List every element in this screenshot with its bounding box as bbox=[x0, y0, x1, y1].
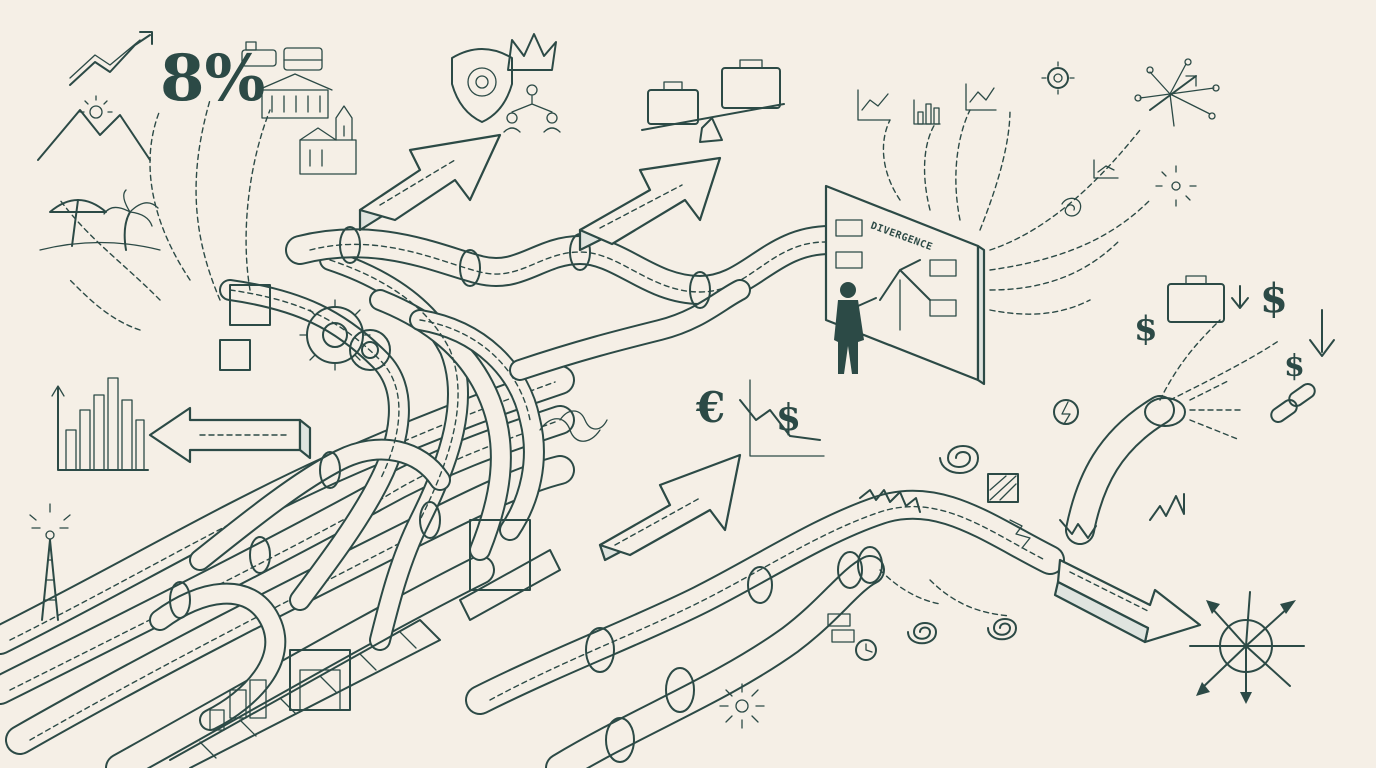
compass-burst-icon bbox=[1189, 591, 1305, 704]
clock-icon bbox=[827, 613, 877, 661]
flow-arrows bbox=[59, 99, 1281, 617]
briefcase-icon bbox=[647, 59, 781, 125]
euro-glyph: € bbox=[695, 383, 725, 432]
briefcase-icon-2 bbox=[1167, 283, 1225, 323]
radio-tower-icon bbox=[29, 503, 71, 621]
lightning-gear-icon bbox=[1053, 399, 1079, 425]
dollar-glyph: $ bbox=[776, 397, 801, 439]
church-icon bbox=[299, 105, 357, 175]
mini-chart-icons bbox=[857, 83, 1119, 179]
shield-icon bbox=[451, 48, 513, 123]
burst-network-icon bbox=[1134, 58, 1220, 127]
lower-right-pipe bbox=[465, 489, 1065, 768]
bar-chart-icon bbox=[51, 377, 149, 471]
people-network-icon bbox=[503, 84, 561, 133]
dollar-glyph-4: $ bbox=[1284, 349, 1305, 384]
dollar-glyph-3: $ bbox=[1260, 275, 1288, 322]
crown-icon bbox=[507, 33, 557, 71]
zigzag-chart-icon bbox=[1149, 493, 1185, 521]
gear-icon bbox=[1041, 61, 1075, 95]
mountain-icon bbox=[37, 109, 151, 161]
conveyor-belt bbox=[169, 519, 561, 768]
currency-icons: € $ $ $ $ bbox=[695, 275, 1335, 457]
node-burst-icon bbox=[719, 683, 765, 729]
bed-icon bbox=[241, 41, 323, 71]
arrow-up-left bbox=[358, 133, 502, 232]
arrow-up-right-lower bbox=[598, 453, 742, 562]
spiral-icon bbox=[907, 197, 1082, 645]
small-burst-icon bbox=[1155, 165, 1197, 207]
percent-label: 8% bbox=[160, 41, 265, 116]
cracked-pipe-right bbox=[1059, 379, 1241, 545]
divergence-board: DIVERGENCE bbox=[824, 184, 986, 386]
sun-icon bbox=[79, 95, 113, 119]
hatched-box-icon bbox=[987, 473, 1019, 503]
arrow-down-right bbox=[1053, 558, 1202, 644]
hotel-icon bbox=[257, 73, 333, 119]
chain-link-icon bbox=[1270, 382, 1316, 424]
person-silhouette bbox=[834, 282, 877, 374]
dollar-glyph-2: $ bbox=[1134, 309, 1158, 349]
gear-cluster bbox=[219, 284, 608, 442]
trend-up-icon bbox=[69, 31, 153, 86]
arrow-left bbox=[148, 406, 312, 464]
arrow-up-center bbox=[578, 156, 722, 252]
palm-tree-icon bbox=[39, 189, 161, 251]
